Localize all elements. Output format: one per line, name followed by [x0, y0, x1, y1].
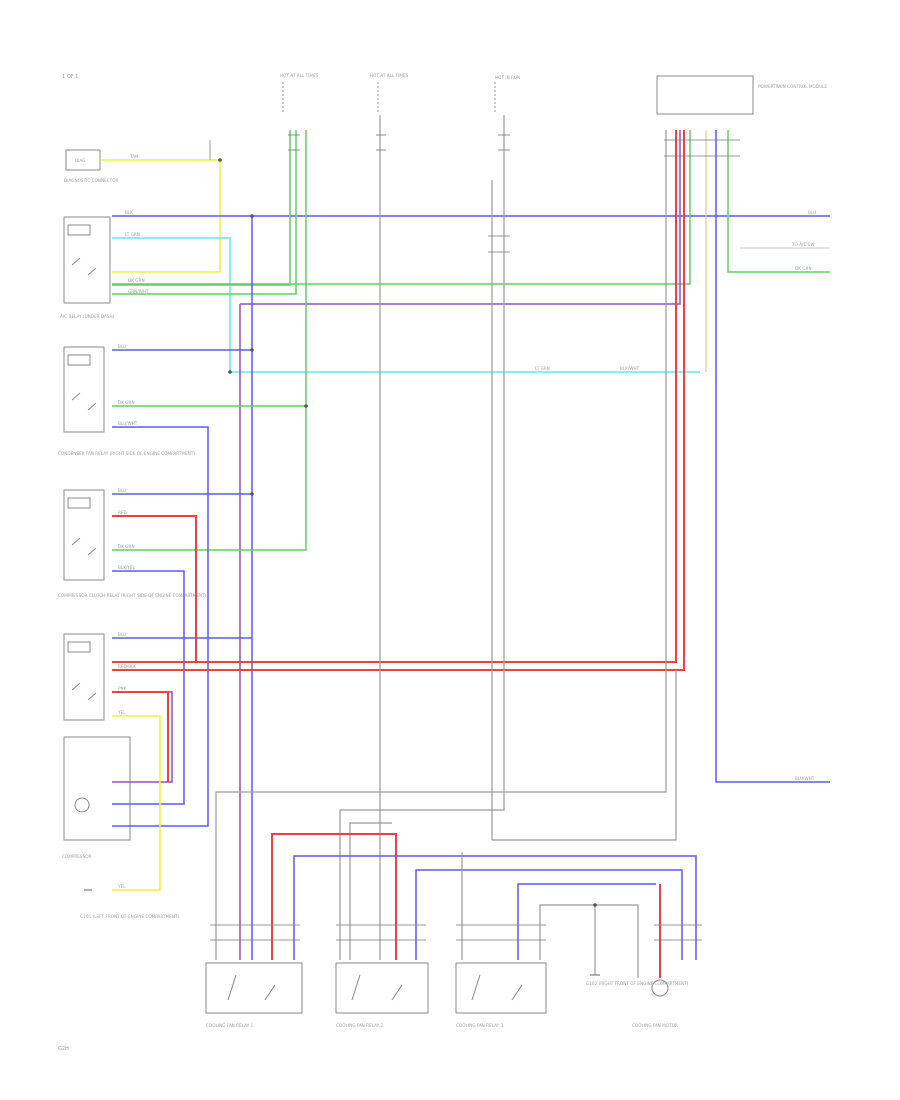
- fuse-label-3: HOT IN RUN: [495, 75, 520, 80]
- compressor-box: [63, 736, 131, 841]
- diagnostic-connector-box: [65, 149, 101, 171]
- wire-gray-fan: [539, 904, 639, 978]
- relay-internals: [67, 224, 97, 701]
- control-module-label: POWERTRAIN CONTROL MODULE: [758, 84, 827, 89]
- wire-label-grn-wht: GRN/WHT: [128, 289, 149, 294]
- right-label-4: BLU/WHT: [795, 776, 815, 781]
- wire-red-bottom: [271, 833, 397, 960]
- wire-purple: [240, 130, 681, 305]
- cooling-fan-relay-2-box: [335, 962, 429, 1014]
- connector-ticks: [210, 134, 740, 941]
- relay-2-box: [63, 346, 105, 433]
- diagnostic-connector-label: DIAGNOSTIC CONNECTOR: [64, 178, 119, 183]
- wire-label-blk-yel: BLK/YEL: [118, 565, 136, 570]
- wire-yel: [112, 715, 161, 891]
- wire-label-yel-2: YEL: [117, 884, 126, 889]
- wire-label-lt-grn-2: LT GRN: [535, 366, 550, 371]
- splice-dots: [218, 158, 597, 907]
- wire-blu-bottom-3: [517, 883, 656, 960]
- wire-red-2: [112, 130, 677, 663]
- right-label-3: DK GRN: [795, 266, 812, 271]
- ground-label-1: G101 (LEFT FRONT OF ENGINE COMPARTMENT): [80, 914, 180, 919]
- bottom-relay-internals: [227, 974, 523, 1001]
- wire-label-blu-1: BLU: [118, 344, 126, 349]
- wire-dk-grn-right: [727, 130, 830, 273]
- wire-label-pnk: PNK: [118, 686, 127, 691]
- wire-label-dk-grn-2: DK GRN: [118, 400, 135, 405]
- compressor-label: COMPRESSOR: [62, 854, 92, 859]
- wire-label-dk-grn: DK GRN: [128, 278, 145, 283]
- right-label-2: TO A/C SW: [791, 242, 815, 247]
- wire-dk-grn-1: [112, 130, 297, 295]
- wire-label-blk: BLK: [125, 210, 133, 215]
- wire-label-yel: YEL: [117, 710, 126, 715]
- wire-gray-cm: [215, 130, 667, 960]
- wire-label-blu-3: BLU: [118, 632, 126, 637]
- wire-label-red: RED: [118, 510, 127, 515]
- header-note: 1 OF 1: [62, 74, 78, 80]
- wire-gray-3: [349, 822, 392, 960]
- wire-pnk-red: [112, 691, 169, 782]
- wire-dk-grn-r2: [112, 130, 307, 407]
- fuse-label-2: HOT AT ALL TIMES: [370, 73, 409, 78]
- compressor-clutch-symbol: [74, 797, 90, 813]
- wire-label-blu-wht: BLU/WHT: [118, 421, 138, 426]
- wire-blu-bottom: [293, 855, 697, 960]
- ac-relay-box: [63, 216, 111, 304]
- wire-label-red-blk: RED/BLK: [118, 664, 136, 669]
- cooling-fan-relay-1-label: COOLING FAN RELAY 1: [206, 1023, 254, 1028]
- wire-lt-grn: [112, 237, 700, 373]
- cooling-fan-relay-1-box: [205, 962, 303, 1014]
- condenser-fan-relay-box: [63, 489, 105, 581]
- wire-gray-fuse3: [339, 115, 505, 960]
- fuse-label-1: HOT AT ALL TIMES: [280, 73, 319, 78]
- condenser-fan-relay-label: CONDENSER FAN RELAY (RIGHT SIDE OF ENGIN…: [58, 451, 195, 456]
- cooling-fan-motor-label: COOLING FAN MOTOR: [632, 1023, 678, 1028]
- wire-dk-grn-2: [112, 130, 291, 286]
- right-label-1: BLU: [808, 210, 816, 215]
- diagnostic-connector-short: DIAG: [75, 158, 86, 163]
- wire-blu-bottom-2: [415, 869, 683, 960]
- wire-label-dk-grn-3: DK GRN: [118, 544, 135, 549]
- compressor-clutch-relay-label: COMPRESSOR CLUTCH RELAY (RIGHT SIDE OF E…: [58, 593, 207, 598]
- cooling-fan-motor-symbol: [651, 979, 669, 997]
- wire-label-blu-2: BLU: [118, 488, 126, 493]
- wire-dk-grn-r3: [112, 406, 307, 551]
- cooling-fan-relay-2-label: COOLING FAN RELAY 2: [336, 1023, 384, 1028]
- footer-note: G2H: [58, 1046, 69, 1052]
- wire-label-lt-grn: LT GRN: [125, 232, 140, 237]
- wire-blk-yel: [112, 570, 185, 805]
- ac-relay-label: A/C RELAY (UNDER DASH): [60, 314, 115, 319]
- wire-label-blk-wht: BLK/WHT: [620, 366, 640, 371]
- wire-label-tan: TAN: [129, 154, 138, 159]
- wire-gray-4: [492, 670, 677, 841]
- cooling-fan-relay-3-label: COOLING FAN RELAY 3: [456, 1023, 504, 1028]
- ground-label-2: G102 (RIGHT FRONT OF ENGINE COMPARTMENT): [586, 981, 689, 986]
- wire-blu-wht-right: [715, 130, 830, 783]
- wire-red-blk: [112, 130, 685, 671]
- control-module-box: [656, 75, 754, 115]
- cooling-fan-relay-3-box: [455, 962, 547, 1014]
- compressor-clutch-relay-box: [63, 633, 105, 721]
- wire-grn-wht: [112, 130, 691, 285]
